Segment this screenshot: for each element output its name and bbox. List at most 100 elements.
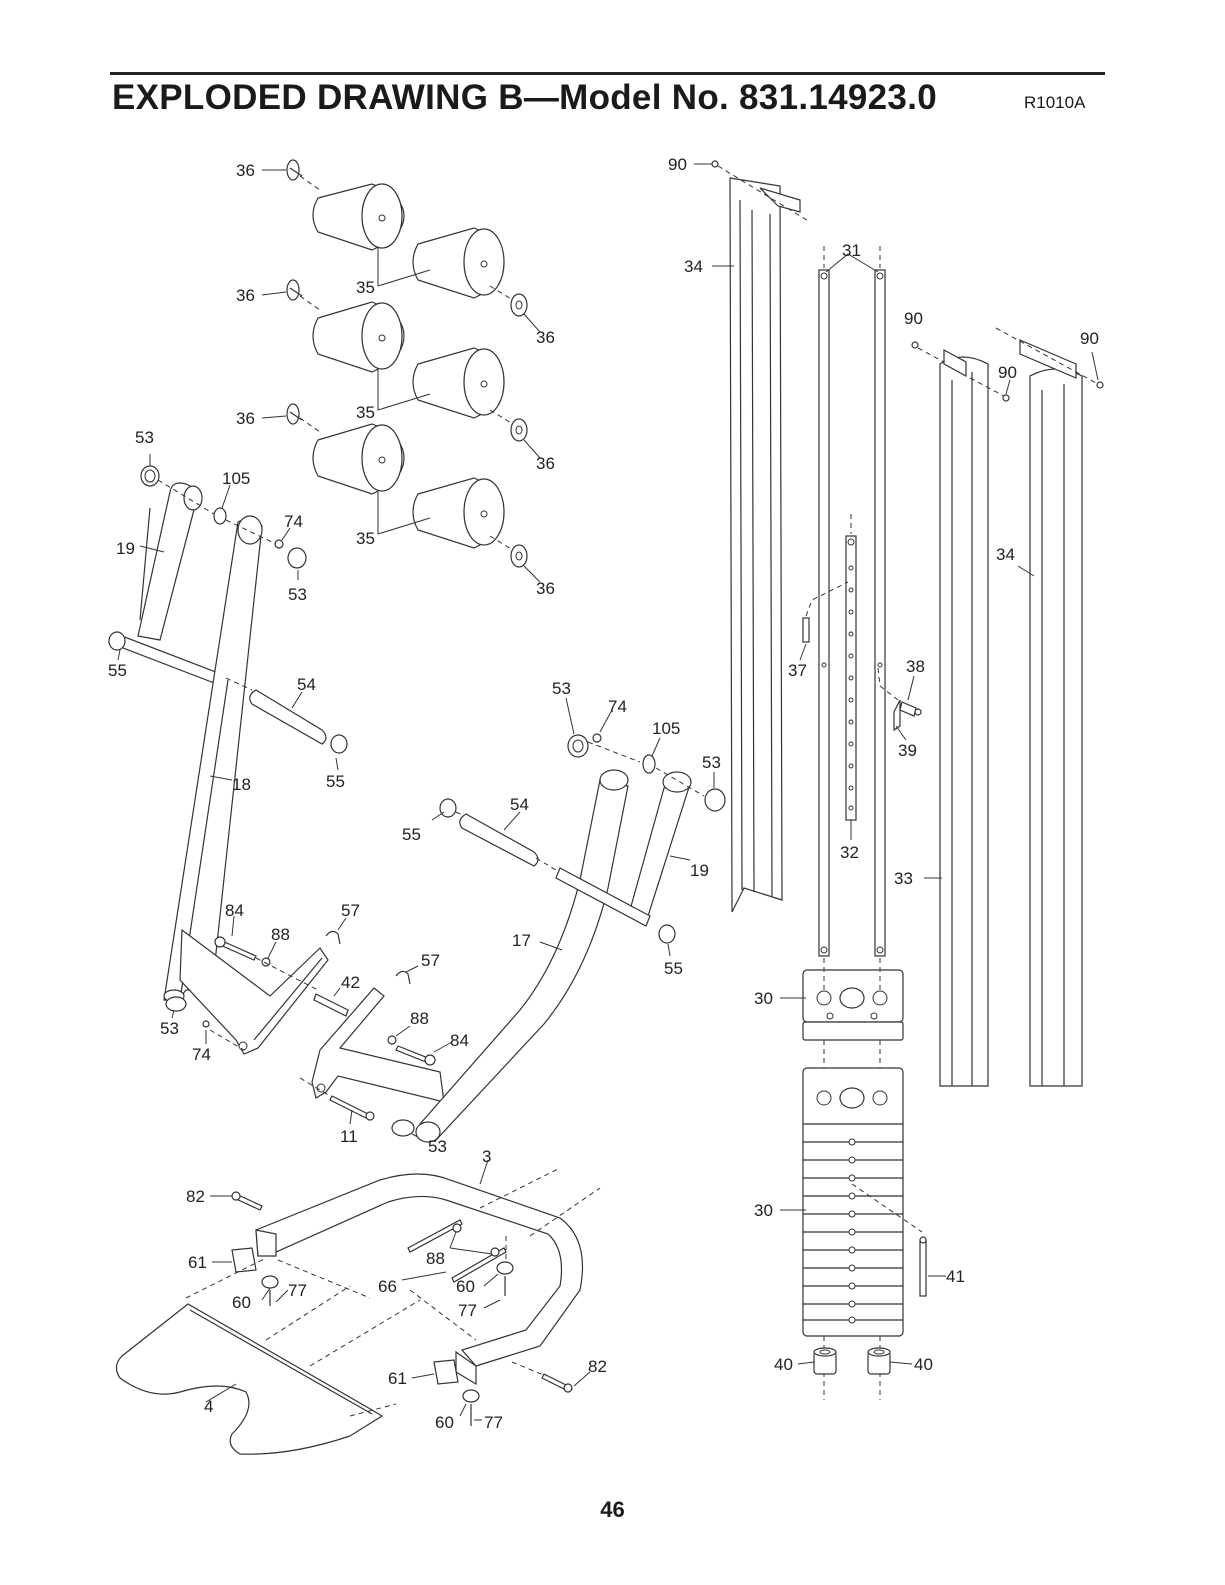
callout-4: 4 [204,1397,213,1416]
weight-stack-30 [803,1068,903,1336]
bolt-84 [396,1046,435,1065]
spring-pin-37 [803,618,809,642]
callout-34: 34 [684,257,703,276]
callout-53: 53 [135,428,154,447]
roller-pad [413,228,504,298]
roller-pad [413,478,504,548]
callout-3: 3 [482,1147,491,1166]
cap-55 [659,925,675,943]
callout-31: 31 [842,241,861,260]
clip-57 [326,931,340,944]
shroud-34-back [1020,340,1082,1086]
nut-74 [275,540,283,548]
nut-74 [593,734,601,742]
callout-60: 60 [232,1293,251,1312]
tube-54-left [250,690,326,744]
callout-53: 53 [288,585,307,604]
callout-90: 90 [1080,329,1099,348]
callout-57: 57 [341,901,360,920]
callout-35: 35 [356,278,375,297]
callout-40: 40 [774,1355,793,1374]
roller-pad-group [300,176,516,552]
callout-54: 54 [510,795,529,814]
callout-53: 53 [552,679,571,698]
cap-55 [109,632,125,650]
callout-36: 36 [236,161,255,180]
arm-19-left [138,483,202,640]
callout-35: 35 [356,529,375,548]
callout-39: 39 [898,741,917,760]
callout-55: 55 [664,959,683,978]
callout-82: 82 [186,1187,205,1206]
washer-36 [511,419,527,441]
callout-84: 84 [450,1031,469,1050]
callout-105: 105 [222,469,250,488]
knob-36 [287,280,302,300]
crossbar-left [118,636,226,686]
washer-88 [453,1224,461,1232]
bumper-40 [868,1348,890,1374]
callout-74: 74 [192,1045,211,1064]
top-weight-30 [803,970,903,1040]
callout-74: 74 [284,512,303,531]
callout-19: 19 [690,861,709,880]
roller-pad [313,184,404,250]
frame-17 [416,770,628,1142]
callout-36: 36 [536,579,555,598]
cap-53 [166,997,186,1011]
callout-42: 42 [341,973,360,992]
callout-82: 82 [588,1357,607,1376]
weight-pin-41 [920,1237,926,1296]
callout-66: 66 [378,1277,397,1296]
callout-30: 30 [754,989,773,1008]
callout-36: 36 [536,328,555,347]
callout-88: 88 [410,1009,429,1028]
cap-53 [141,466,159,486]
callout-60: 60 [456,1277,475,1296]
clip-39 [894,700,900,730]
knob-36 [287,160,302,180]
callout-60: 60 [435,1413,454,1432]
cap-53 [392,1120,414,1136]
base-frame-3 [256,1174,583,1384]
clip-57 [396,971,410,984]
callout-74: 74 [608,697,627,716]
selector-rod-32 [846,536,856,820]
cap-53 [705,789,725,811]
callout-88: 88 [426,1249,445,1268]
callout-30: 30 [754,1201,773,1220]
endcap-61 [232,1248,256,1272]
callout-33: 33 [894,869,913,888]
washer-88 [262,958,270,966]
callout-35: 35 [356,403,375,422]
callout-77: 77 [458,1301,477,1320]
tube-54-right [460,814,538,866]
washer-88 [491,1248,499,1256]
washer-36 [511,545,527,567]
bracket-left [180,930,328,1054]
roller-pad [313,424,404,494]
callout-38: 38 [906,657,925,676]
callout-18: 18 [232,775,251,794]
bolt-84 [215,937,256,960]
callout-84: 84 [225,901,244,920]
callout-90: 90 [998,363,1017,382]
arm-19-right [630,772,691,916]
washer-36 [511,294,527,316]
guide-rod-31 [875,270,885,956]
shroud-33 [940,350,988,1086]
roller-pad [313,302,404,372]
cap-53 [288,548,306,568]
callout-53: 53 [428,1137,447,1156]
bumper-40 [814,1348,836,1374]
bolt-11 [330,1096,374,1120]
foot-60 [463,1390,479,1402]
callout-40: 40 [914,1355,933,1374]
callout-90: 90 [904,309,923,328]
axle-42 [314,994,348,1016]
callout-36: 36 [236,409,255,428]
callout-77: 77 [484,1413,503,1432]
plate-4 [116,1304,382,1454]
washer-105 [643,755,655,773]
